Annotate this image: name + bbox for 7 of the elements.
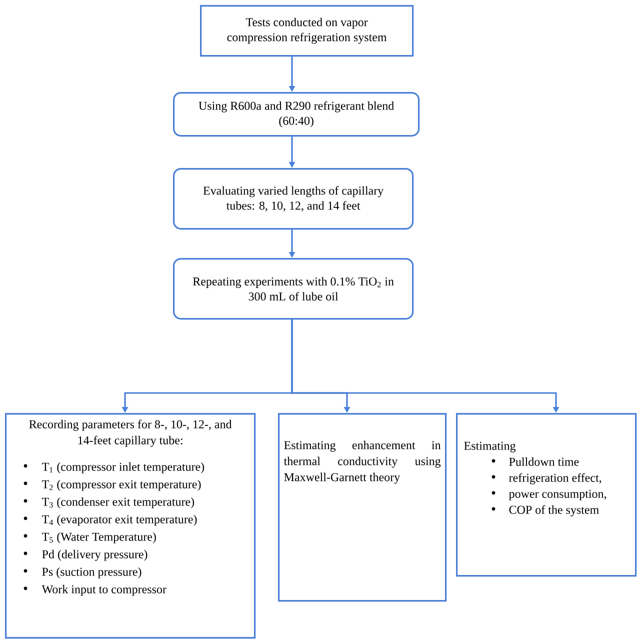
process-box: Using R600a and R290 refrigerant blend (60:40)	[173, 92, 420, 137]
process-box: Estimating Pulldown time refrigeration effect, power consumption, COP of the system	[456, 413, 637, 577]
process-box: Evaluating varied lengths of capillary tubes: 8, 10, 12, and 14 feet	[173, 168, 414, 230]
process-box: Repeating experiments with 0.1% TiO$_{2}$ in 300 mL of lube oil	[173, 258, 414, 320]
process-box: Tests conducted on vapor compression refrigeration system	[200, 5, 414, 57]
process-box: Recording parameters for 8-, 10-, 12-, and 14-feet capillary tube: T$_{1}$ (compressor inlet temperature) T$_{2}$ (compressor exit temperature) T$_{3}$ (condenser exit temperature) T$_{4}$ (evaporator exit temperature) T$_{5}$ (Water Temperature) Pd (delivery pressure) Ps (suction pressure) Work input to compressor	[5, 413, 256, 639]
process-box: Estimating enhancement in thermal conductivity using Maxwell-Garnett theory	[278, 413, 447, 602]
